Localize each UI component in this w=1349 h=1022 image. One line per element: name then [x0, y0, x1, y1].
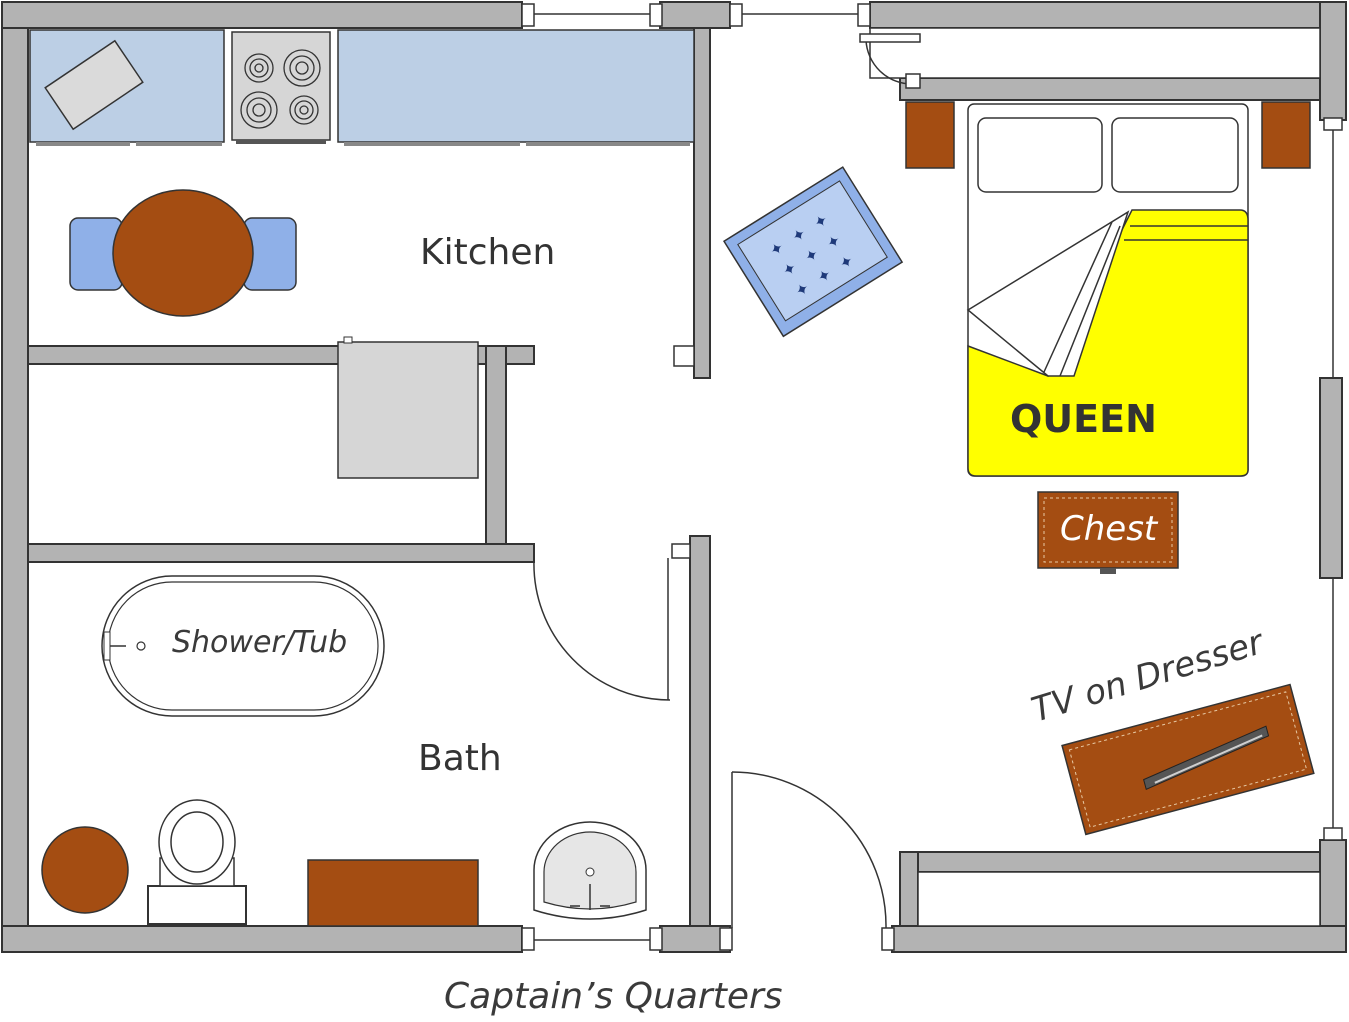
queen-bed-icon — [966, 103, 1249, 477]
nightstand-right-icon — [1261, 101, 1311, 169]
stove-icon — [231, 31, 331, 144]
kitchen-label: Kitchen — [420, 232, 555, 273]
bottom-windows — [521, 927, 895, 951]
bath-label: Bath — [418, 738, 502, 779]
bed-label: QUEEN — [1010, 397, 1157, 441]
storage-box-icon — [337, 336, 479, 479]
shower-tub-label: Shower/Tub — [172, 625, 347, 660]
toilet-icon — [147, 799, 247, 925]
sink-board-icon — [44, 39, 144, 131]
bathtub-icon — [101, 575, 385, 717]
hamper-icon — [41, 826, 129, 914]
tv-dresser-icon — [1061, 683, 1315, 836]
chest-icon — [1037, 491, 1179, 574]
sink-icon — [533, 821, 647, 920]
dining-table-icon — [69, 189, 297, 317]
top-windows — [521, 3, 871, 27]
vanity-icon — [307, 859, 479, 927]
right-window — [1319, 117, 1343, 841]
plan-title: Captain’s Quarters — [444, 976, 783, 1017]
nightstand-left-icon — [905, 101, 955, 169]
kitchen-counters — [29, 29, 695, 146]
chest-label: Chest — [1060, 509, 1159, 549]
interior-walls — [27, 27, 1321, 927]
chair-icon: ✦✦✦ ✦✦✦ ✦✦✦ — [722, 166, 904, 338]
door-swings — [533, 33, 921, 929]
